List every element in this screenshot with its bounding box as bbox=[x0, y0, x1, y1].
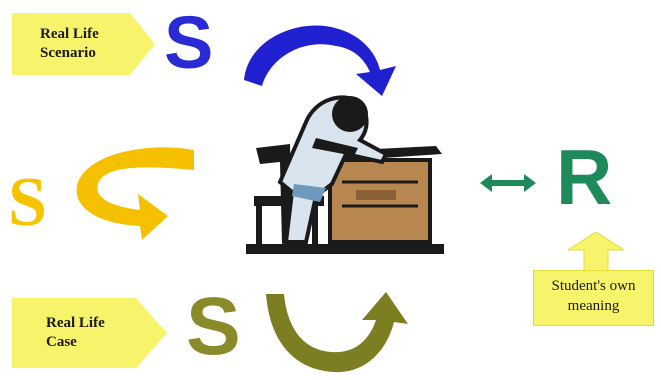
stimulus-s-top: S bbox=[164, 6, 213, 80]
response-r: R bbox=[556, 138, 612, 216]
blue-curved-arrow-icon bbox=[240, 18, 415, 98]
tag-line-1: Real Life bbox=[46, 314, 105, 333]
callout-line-1: Student's own bbox=[533, 276, 654, 296]
callout-line-2: meaning bbox=[533, 296, 654, 316]
olive-curved-arrow-icon bbox=[262, 290, 412, 376]
stimulus-s-bottom: S bbox=[186, 286, 241, 368]
tag-line-1: Real Life bbox=[40, 25, 99, 44]
students-own-meaning-callout: Student's own meaning bbox=[533, 270, 654, 326]
tag-line-2: Case bbox=[46, 333, 105, 352]
real-life-case-tag: Real Life Case bbox=[12, 296, 168, 370]
stimulus-s-left: S bbox=[8, 168, 47, 238]
double-headed-arrow-icon bbox=[480, 172, 536, 194]
tag-line-2: Scenario bbox=[40, 44, 99, 63]
student-at-desk-illustration bbox=[246, 92, 444, 256]
yellow-curved-arrow-icon bbox=[70, 140, 200, 250]
yellow-up-arrow-icon bbox=[568, 232, 624, 272]
real-life-scenario-tag: Real Life Scenario bbox=[12, 11, 156, 77]
